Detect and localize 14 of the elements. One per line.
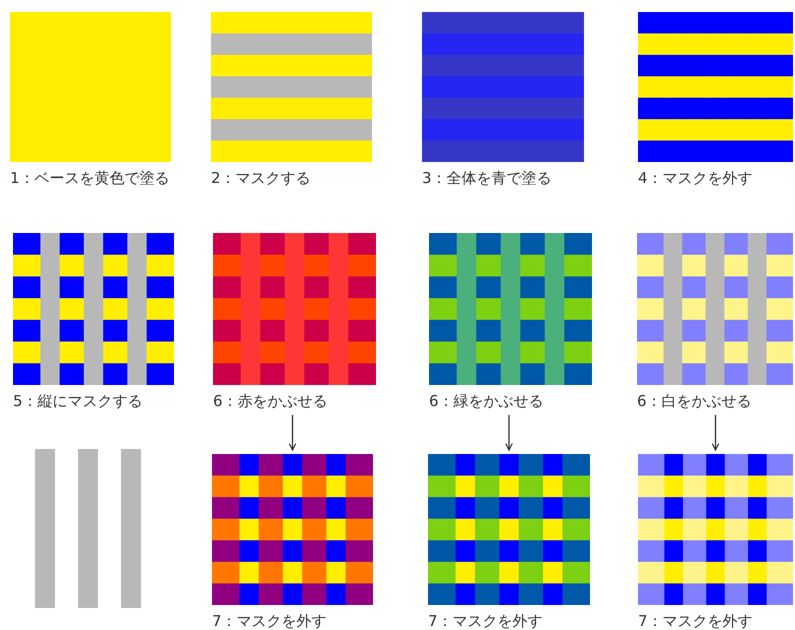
arrow [288,415,296,451]
step-caption: 7：マスクを外す [212,611,328,630]
arrow [712,415,720,451]
step-caption: 3：全体を青で塗る [422,168,553,188]
step-caption: 2：マスクする [211,168,312,188]
step-caption: 6：赤をかぶせる [213,391,329,411]
step-caption: 5：縦にマスクする [13,391,144,411]
step-caption: 7：マスクを外す [638,611,754,630]
step-caption: 1：ベースを黄色で塗る [10,168,171,188]
step-caption: 6：緑をかぶせる [429,391,545,411]
arrow [505,415,513,451]
step-caption: 7：マスクを外す [428,611,544,630]
step-caption: 6：白をかぶせる [637,391,753,411]
step-caption: 4：マスクを外す [638,168,754,188]
